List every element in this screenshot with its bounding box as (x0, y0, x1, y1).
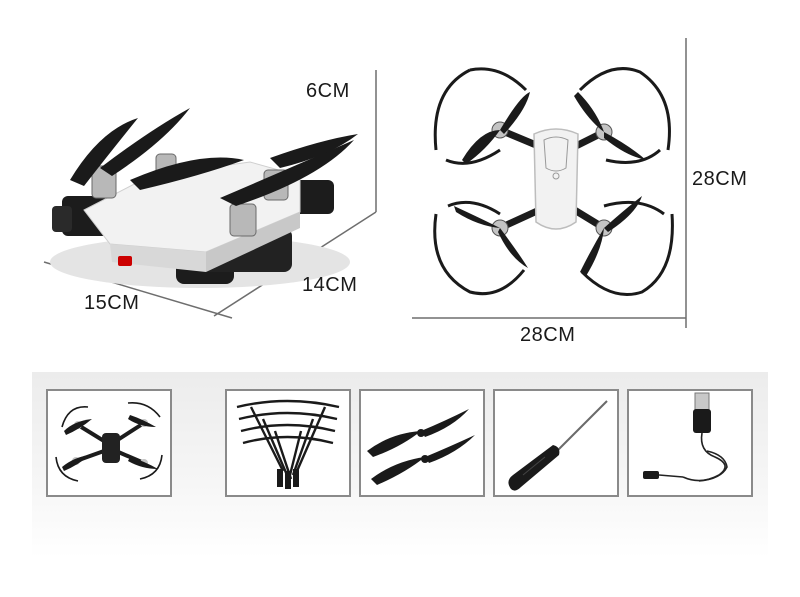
accessory-usb-cable-thumbnail (627, 389, 753, 497)
unfolded-height-label: 28CM (692, 168, 748, 190)
accessory-spare-propellers-thumbnail (359, 389, 485, 497)
accessory-drone-thumbnail (46, 389, 172, 497)
folded-height-label: 6CM (306, 80, 350, 102)
unfolded-width-label: 28CM (520, 324, 576, 346)
folded-depth-label: 14CM (302, 274, 358, 296)
accessory-propeller-guards-thumbnail (225, 389, 351, 497)
folded-width-label: 15CM (84, 292, 140, 314)
accessory-screwdriver-thumbnail (493, 389, 619, 497)
